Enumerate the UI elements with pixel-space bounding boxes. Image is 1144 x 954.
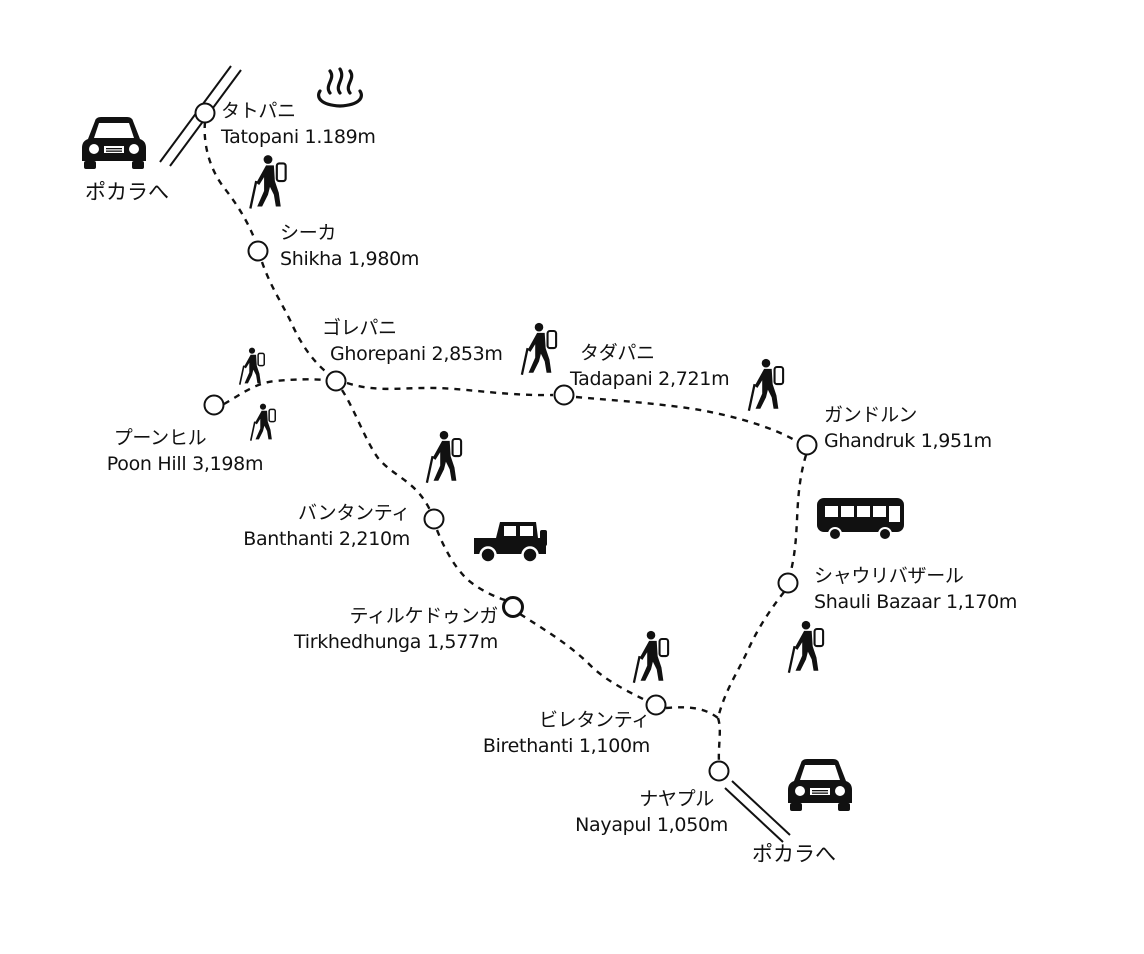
place-name-ja: シーカ: [280, 222, 337, 244]
hot-spring-icon: [317, 67, 363, 108]
place-label-ghorepani: ゴレパニ Ghorepani 2,853m: [322, 315, 503, 367]
place-name-en: Poon Hill 3,198m: [106, 453, 264, 475]
place-label-poonhill: プーンヒル Poon Hill 3,198m: [92, 425, 278, 477]
trail-junction-nayapul: [716, 717, 722, 763]
marker-shikha[interactable]: [247, 240, 269, 262]
place-label-ghandruk: ガンドルン Ghandruk 1,951m: [824, 402, 992, 454]
destination-pokhara-top: ポカラへ: [85, 180, 169, 204]
marker-banthanti[interactable]: [423, 508, 445, 530]
place-name-ja: シャウリバザール: [814, 565, 964, 587]
place-name-ja: ビレタンティ: [538, 709, 650, 731]
marker-shauli[interactable]: [777, 572, 799, 594]
hiker-icon: [520, 321, 558, 376]
trail-tatopani-shikha: [203, 121, 257, 241]
bus-icon: [817, 498, 904, 541]
place-name-ja: ガンドルン: [824, 404, 918, 426]
place-name-en: Ghandruk 1,951m: [824, 430, 992, 452]
trail-shauli-junction: [716, 591, 785, 719]
trail-ghorepani-banthanti: [340, 389, 432, 511]
place-label-banthanti: バンタンティ Banthanti 2,210m: [220, 500, 410, 552]
marker-poonhill[interactable]: [203, 394, 225, 416]
place-name-en: Nayapul 1,050m: [575, 814, 728, 836]
trail-birethanti-junction: [665, 706, 719, 719]
trail-shikha-ghorepani: [260, 261, 331, 376]
road-to-pokhara-bottom: [724, 780, 791, 843]
destination-pokhara-bottom: ポカラへ: [752, 842, 836, 866]
marker-ghorepani[interactable]: [325, 370, 347, 392]
hiker-icon: [249, 153, 287, 210]
trail-ghorepani-tadapani: [346, 381, 554, 397]
trail-tirkhedhunga-birethanti: [519, 612, 646, 702]
marker-tadapani[interactable]: [553, 384, 575, 406]
jeep-icon: [474, 522, 547, 564]
hiker-icon: [787, 619, 825, 674]
place-name-ja: プーンヒル: [113, 427, 207, 449]
place-label-tadapani: タダパニ Tadapani 2,721m: [570, 340, 730, 392]
marker-birethanti[interactable]: [645, 694, 667, 716]
place-name-en: Banthanti 2,210m: [243, 528, 410, 550]
hiker-icon: [632, 629, 670, 684]
car-icon: [788, 759, 852, 811]
place-label-tatopani: タトパニ Tatopani 1.189m: [221, 98, 376, 150]
trail-ghandruk-shauli: [788, 454, 808, 576]
place-label-shauli: シャウリバザール Shauli Bazaar 1,170m: [814, 563, 1017, 615]
place-label-shikha: シーカ Shikha 1,980m: [280, 220, 419, 272]
marker-tirkhedhunga[interactable]: [502, 596, 524, 618]
marker-tatopani[interactable]: [194, 102, 216, 124]
place-name-ja: タトパニ: [221, 100, 296, 122]
trail-poonhill-ghorepani: [223, 378, 327, 406]
hiker-icon: [747, 357, 785, 412]
car-icon: [82, 117, 146, 169]
place-name-en: Tadapani 2,721m: [570, 368, 730, 390]
place-name-en: Tirkhedhunga 1,577m: [294, 631, 498, 653]
hiker-icon: [425, 429, 463, 484]
marker-nayapul[interactable]: [708, 760, 730, 782]
place-name-en: Shauli Bazaar 1,170m: [814, 591, 1018, 613]
place-name-en: Ghorepani 2,853m: [330, 343, 503, 365]
place-label-nayapul: ナヤプル Nayapul 1,050m: [550, 786, 728, 838]
place-name-ja: ナヤプル: [639, 788, 714, 810]
place-name-en: Birethanti 1,100m: [482, 735, 650, 757]
hiker-icon: [238, 346, 266, 386]
place-name-en: Shikha 1,980m: [280, 248, 420, 270]
trail-tadapani-ghandruk: [575, 395, 799, 444]
place-label-birethanti: ビレタンティ Birethanti 1,100m: [460, 707, 650, 759]
marker-ghandruk[interactable]: [796, 434, 818, 456]
place-name-ja: ティルケドゥンガ: [349, 605, 499, 627]
place-name-ja: バンタンティ: [297, 502, 410, 524]
place-name-ja: タダパニ: [580, 342, 655, 364]
place-name-ja: ゴレパニ: [322, 317, 397, 339]
place-name-en: Tatopani 1.189m: [221, 126, 376, 148]
place-label-tirkhedhunga: ティルケドゥンガ Tirkhedhunga 1,577m: [270, 603, 498, 655]
